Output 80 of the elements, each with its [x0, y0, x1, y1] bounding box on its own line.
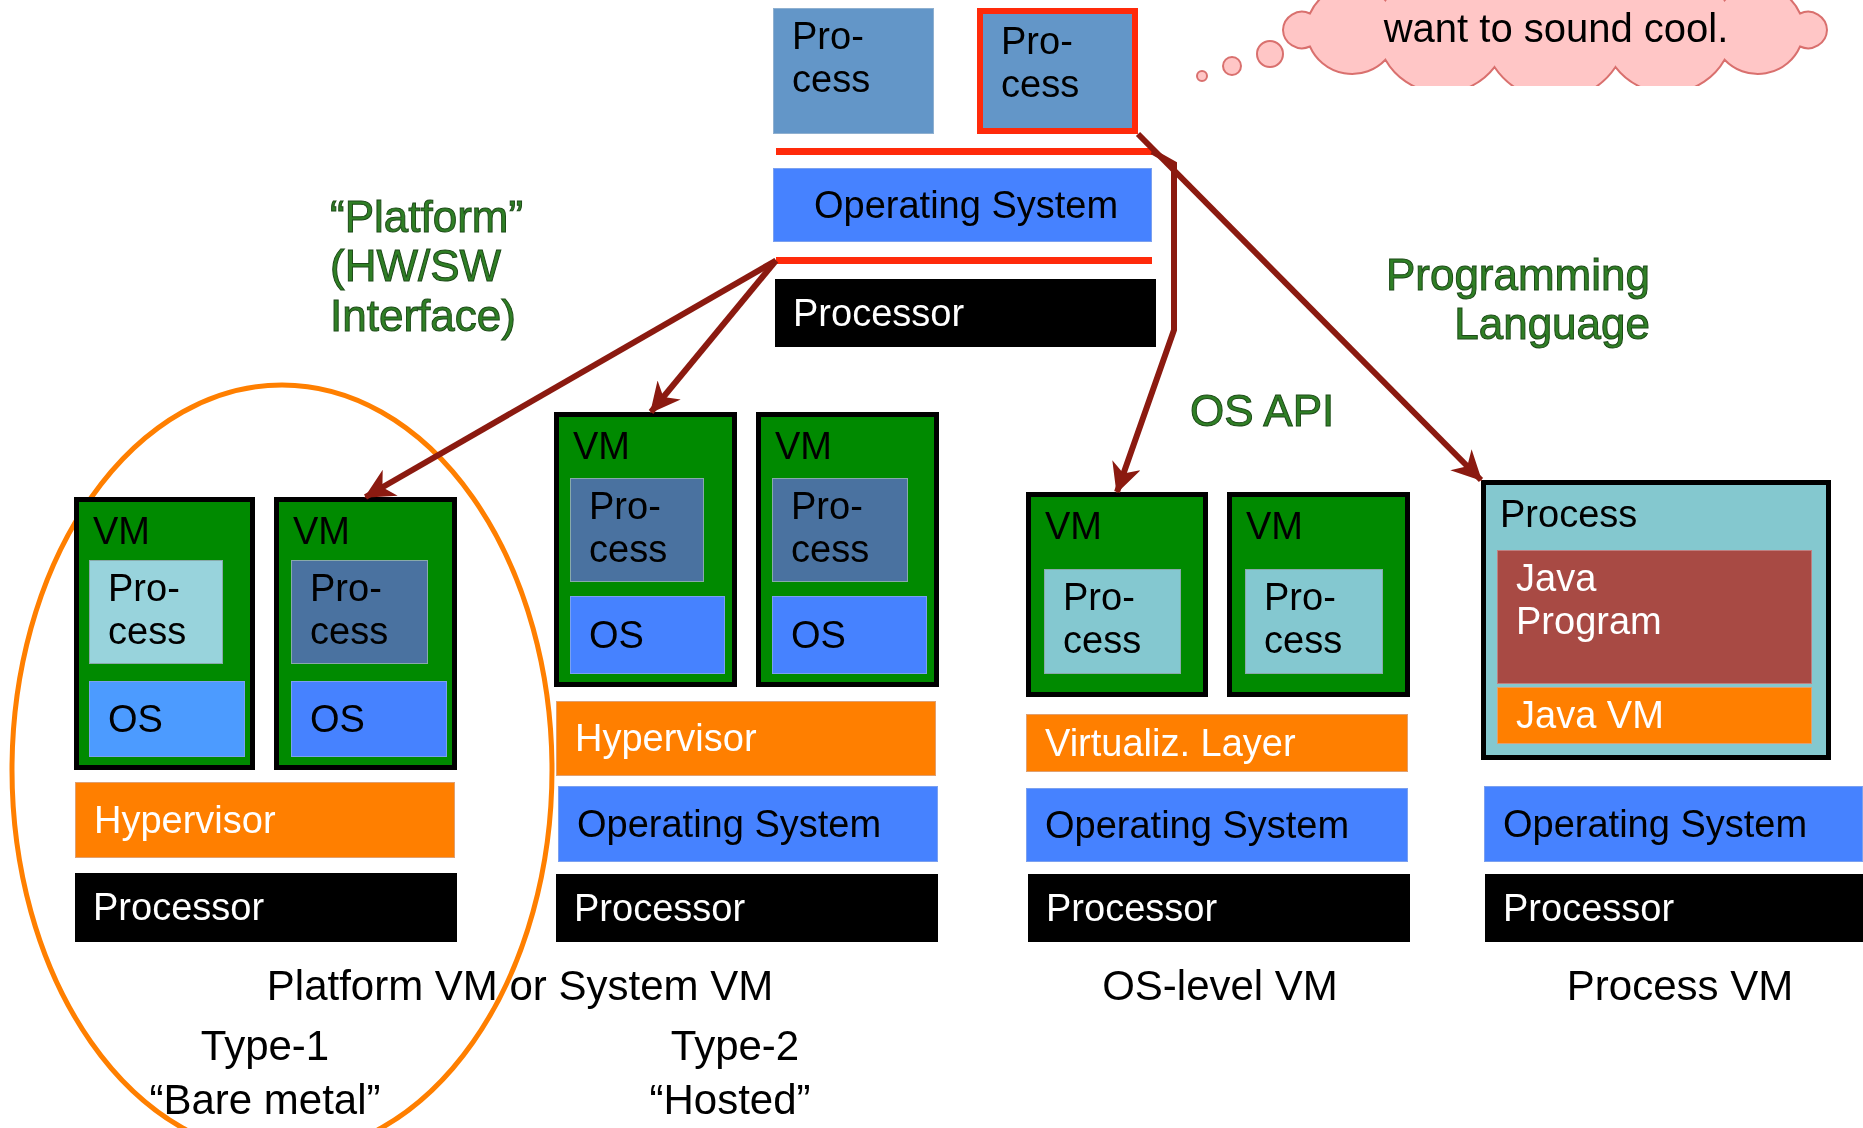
box-label: Operating System — [814, 183, 1119, 227]
processor-layer — [75, 873, 457, 942]
box-label: Pro- cess — [310, 567, 390, 653]
process-box — [977, 8, 1138, 134]
box-heading: VM — [293, 510, 351, 553]
box-label: OS — [108, 697, 163, 741]
process-box — [89, 560, 223, 664]
process-box — [1245, 569, 1383, 674]
box-label: Java Program — [1516, 557, 1663, 643]
os-layer — [558, 786, 938, 862]
process-box — [1481, 480, 1831, 760]
box-heading: VM — [573, 425, 631, 468]
box-label: Java VM — [1516, 694, 1664, 737]
box-label: Pro- cess — [791, 485, 871, 571]
process-box — [773, 8, 934, 134]
arrow — [1135, 131, 1484, 483]
box-label: want to sound cool. — [1383, 6, 1729, 52]
caption-label: Platform VM or System VM — [265, 962, 775, 1010]
box-label: Operating System — [1045, 803, 1350, 847]
box-label: Processor — [574, 886, 746, 930]
annotation-label: OS API — [1190, 386, 1336, 436]
processor-layer — [1485, 874, 1863, 942]
program-box — [1497, 550, 1812, 684]
box-heading: Process — [1500, 493, 1639, 536]
box-label: Hypervisor — [94, 798, 276, 842]
virtualization-layer — [1026, 714, 1408, 772]
processor-layer — [1028, 874, 1410, 942]
arrow — [648, 258, 779, 414]
arrow — [364, 257, 778, 500]
vm-box — [274, 497, 457, 770]
box-label: Pro- cess — [1001, 20, 1081, 106]
vm-box — [756, 412, 939, 687]
box-label: Pro- cess — [1264, 576, 1344, 662]
vm-box — [74, 497, 255, 770]
caption-label: Type-1 — [199, 1022, 331, 1070]
box-heading: VM — [93, 510, 151, 553]
box-label: OS — [310, 697, 365, 741]
caption-label: Type-2 — [669, 1022, 801, 1070]
process-box — [570, 478, 704, 582]
box-label: Hypervisor — [575, 717, 757, 760]
box-label: Processor — [793, 291, 965, 335]
box-label: Pro- cess — [108, 567, 188, 653]
virtualization-layer — [556, 701, 936, 776]
process-box — [772, 478, 908, 582]
annotation-label: Programming Language — [1384, 250, 1650, 349]
os-layer — [773, 168, 1152, 242]
box-label: OS — [791, 613, 846, 657]
os-layer — [89, 681, 245, 757]
caption-label: “Hosted” — [648, 1076, 812, 1124]
box-label: Processor — [1046, 886, 1218, 930]
box-label: Operating System — [577, 802, 882, 846]
processor-layer — [775, 279, 1156, 347]
box-label: OS — [589, 613, 644, 657]
box-label: Operating System — [1503, 802, 1808, 846]
caption-label: OS-level VM — [1101, 962, 1339, 1010]
virtualization-layer — [1497, 687, 1812, 744]
os-layer — [291, 681, 447, 757]
box-heading: VM — [775, 425, 833, 468]
caption-label: “Bare metal” — [148, 1076, 382, 1124]
caption-label: Process VM — [1565, 962, 1795, 1010]
process-box — [1044, 569, 1181, 674]
box-label: Virtualiz. Layer — [1045, 721, 1296, 765]
processor-layer — [556, 874, 938, 942]
annotation-label: “Platform” (HW/SW Interface) — [330, 192, 525, 340]
vm-box — [1026, 492, 1208, 697]
box-label: Processor — [93, 886, 265, 929]
box-label: Pro- cess — [589, 485, 669, 571]
os-layer — [570, 596, 725, 674]
os-layer — [1484, 786, 1863, 862]
box-heading: VM — [1045, 505, 1103, 548]
virtualization-layer — [75, 782, 455, 858]
os-layer — [1026, 788, 1408, 862]
process-box — [291, 560, 428, 664]
box-heading: VM — [1246, 505, 1304, 548]
vm-box — [1227, 492, 1410, 697]
box-label: Pro- cess — [792, 15, 872, 101]
box-label: Pro- cess — [1063, 576, 1143, 662]
box-label: Processor — [1503, 886, 1675, 930]
os-layer — [772, 596, 927, 674]
vm-box — [554, 412, 737, 687]
